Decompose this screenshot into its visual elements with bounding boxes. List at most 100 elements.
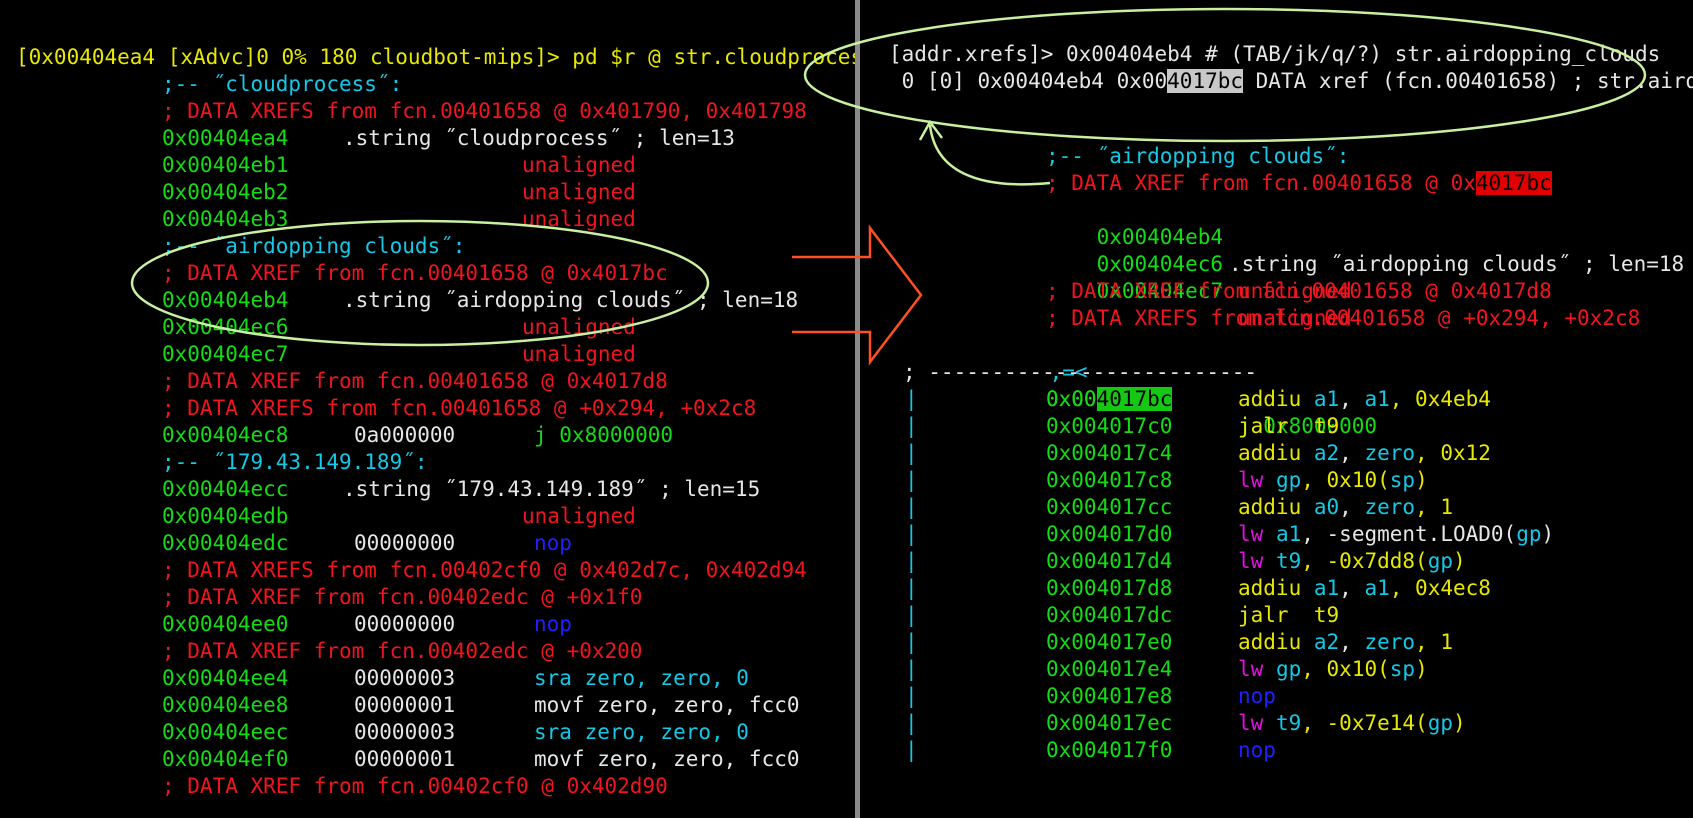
address: 0x004017ec [1046,711,1173,735]
right-xrefs-pane[interactable]: [addr.xrefs]> 0x00404eb4 # (TAB/jk/q/?) … [861,0,1693,818]
left-disassembly-pane[interactable]: [0x00404ea4 [xAdvc]0 0% 180 cloudbot-mip… [0,0,855,818]
address: 0x004017c0 [1046,414,1173,438]
disasm-row[interactable]: 0x00404eec 00000003 sra zero, zero, 0 [162,719,749,746]
left-prompt[interactable]: [0x00404ea4 [xAdvc]0 0% 180 cloudbot-mip… [16,45,855,69]
operand: zero [1364,441,1416,465]
xref-entry[interactable]: 0 [0] 0x00404eb4 0x004017bc DATA xref (f… [889,68,1693,95]
address: 0x004017d4 [1046,549,1173,573]
mnemonic: lw [1238,522,1264,546]
operand: , -segment.LOAD0( [1301,522,1517,546]
instruction: jalr t9 [1238,413,1339,440]
unaligned-row-2[interactable]: 0x00404ec7 unaligned [1046,251,1352,330]
flow-bar: | [905,495,918,519]
address: 0x004017e4 [1046,657,1173,681]
disasm-row[interactable]: 0x00404eb4.string ˝airdopping clouds˝ ; … [162,287,798,314]
address: 0x00404edc [162,531,289,555]
xrefs-prompt[interactable]: [addr.xrefs]> 0x00404eb4 # (TAB/jk/q/?) … [889,42,1661,66]
string-row[interactable]: 0x00404eb4 .string ˝airdopping clouds˝ ;… [1046,197,1685,276]
operand: , -0x7dd8( [1301,549,1428,573]
mnemonic: jalr [1238,414,1289,438]
pane-divider[interactable] [855,0,860,818]
address: 0x004017cc [1046,495,1173,519]
comment-line[interactable]: ; DATA XREFS from fcn.00401658 @ 0x40179… [162,99,807,123]
mnemonic: jalr [1238,603,1289,627]
operand: ) [1452,549,1466,573]
opcode-bytes: 00000003 [354,720,456,744]
separator: ; -------------------------- [903,360,1258,384]
operand: a2 [1313,630,1340,654]
disasm-row[interactable]: 0x00404ec7 unaligned [162,341,636,368]
comment-line[interactable]: ; DATA XREF from fcn.00401658 @ 0x4017d8 [162,369,668,393]
mnemonic: addiu [1238,387,1302,411]
instruction: unaligned [522,153,636,177]
operand: t9 [1301,603,1340,627]
comment-line[interactable]: ;-- ˝179.43.149.189˝: [162,450,428,474]
xref-entry-highlight: 4017bc [1167,69,1244,93]
xref-comment: ; DATA XREF from fcn.00401658 @ 0x4017bc [1046,170,1552,197]
flow-bar: | [905,549,918,573]
flow-bar: | [905,711,918,735]
operand: , -0x7e14( [1301,711,1428,735]
address: 0x00404ee8 [162,693,289,717]
comment-line[interactable]: ; DATA XREFS from fcn.00401658 @ +0x294,… [162,396,757,420]
operand: , [1339,630,1365,654]
address: 0x00404eb2 [162,180,289,204]
instruction: sra zero, zero, 0 [534,666,749,690]
comment-line[interactable]: ; DATA XREFS from fcn.00402cf0 @ 0x402d7… [162,558,807,582]
operand: a2 [1313,441,1340,465]
mnemonic: lw [1238,549,1264,573]
operand: zero [1364,495,1416,519]
instruction: nop [1238,737,1276,764]
unaligned-row-1[interactable]: 0x00404ec6 unaligned [1046,224,1352,303]
flow-bar: | [905,441,918,465]
comment-line[interactable]: ;-- ˝airdopping clouds˝: [162,234,466,258]
instruction: unaligned [522,342,636,366]
operand: sp [1389,468,1416,492]
comment-line[interactable]: ; DATA XREF from fcn.00402cf0 @ 0x402d90 [162,774,668,798]
xref-entry-prefix: 0 [0] 0x00404eb4 0x00 [889,69,1168,93]
operand: gp [1275,657,1302,681]
instruction: sra zero, zero, 0 [534,720,749,744]
operand: a1 [1364,576,1390,600]
address-prefix: 0x00 [1046,387,1097,411]
comment-line[interactable]: ; DATA XREF from fcn.00402edc @ +0x1f0 [162,585,643,609]
address: 0x00404eec [162,720,289,744]
address: 0x004017e0 [1046,630,1173,654]
address: 0x00404ec7 [162,342,289,366]
jump-row[interactable]: ,=< 0x00404ec8 j 0x8000000 [999,332,1377,438]
address: 0x00404ecc [162,477,289,501]
code-row[interactable]: 0x004017c0 jalr t9 [1046,413,1339,440]
instruction: addiu a1, a1, 0x4eb4 [1238,386,1491,413]
comment-line[interactable]: ; DATA XREF from fcn.00401658 @ 0x4017bc [162,261,668,285]
disasm-row[interactable]: 0x00404ea4.string ˝cloudprocess˝ ; len=1… [162,125,735,152]
disasm-row[interactable]: 0x00404ecc.string ˝179.43.149.189˝ ; len… [162,476,760,503]
comment-line[interactable]: ; DATA XREF from fcn.00402edc @ +0x200 [162,639,643,663]
comment-line[interactable]: ;-- ˝cloudprocess˝: [162,72,403,96]
mnemonic: nop [1238,738,1276,762]
operand: ) [1541,522,1555,546]
